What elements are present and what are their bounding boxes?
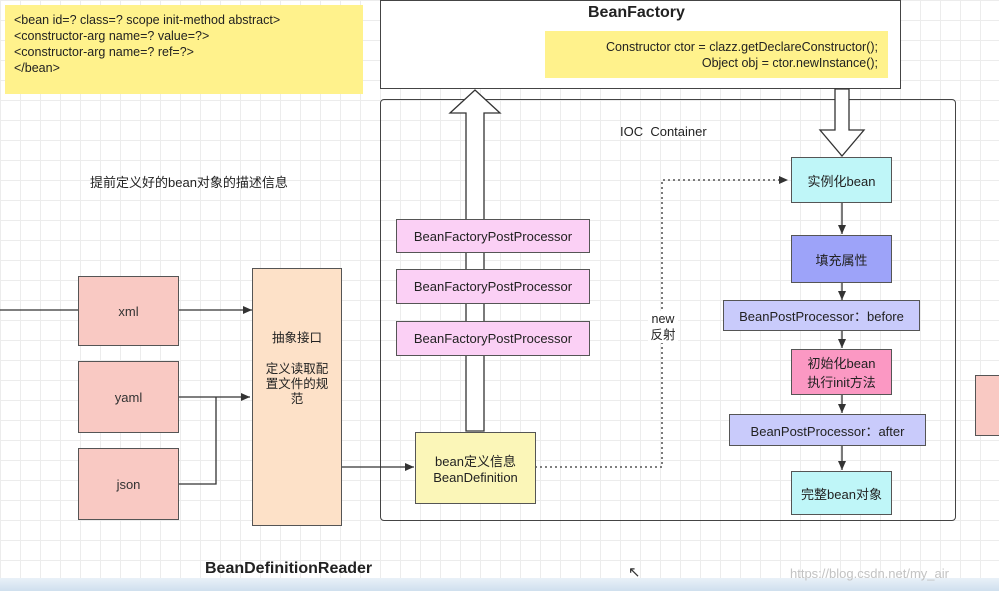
complete-bean-box: 完整bean对象 <box>791 471 892 515</box>
mouse-cursor-icon: ↖ <box>628 564 641 581</box>
initialize-bean-line: 初始化bean <box>807 356 876 371</box>
reflection-label: new 反射 <box>648 311 678 343</box>
hollow-down-arrow <box>818 88 866 158</box>
reflection-line: new <box>651 312 675 326</box>
note-line: <constructor-arg name=? value=?> <box>14 29 210 43</box>
abstract-interface-box: 抽象接口 定义读取配 置文件的规 范 <box>252 268 342 526</box>
code-line: Constructor ctor = clazz.getDeclareConst… <box>606 40 878 54</box>
note-line: <bean id=? class=? scope init-method abs… <box>14 13 281 27</box>
bean-definition-reader-label: BeanDefinitionReader <box>205 560 373 577</box>
json-to-interface-arrow <box>178 397 217 485</box>
bean-post-processor-before-box: BeanPostProcessor：before <box>723 300 920 331</box>
cropped-box <box>975 375 999 436</box>
bean-definition-line: BeanDefinition <box>433 470 518 485</box>
source-json-box: json <box>78 448 179 520</box>
abstract-interface-title: 抽象接口 <box>271 331 322 345</box>
bottom-wave-decoration <box>0 578 999 591</box>
bean-factory-code-note: Constructor ctor = clazz.getDeclareConst… <box>545 31 888 78</box>
instantiate-bean-box: 实例化bean <box>791 157 892 203</box>
source-xml-box: xml <box>78 276 179 346</box>
source-yaml-box: yaml <box>78 361 179 433</box>
reflection-line: 反射 <box>650 328 676 342</box>
bean-xml-note: <bean id=? class=? scope init-method abs… <box>5 5 363 94</box>
code-line: Object obj = ctor.newInstance(); <box>701 56 878 70</box>
ioc-container <box>380 99 956 521</box>
ioc-container-label: IOC Container <box>620 124 707 139</box>
bean-factory-post-processor: BeanFactoryPostProcessor <box>396 219 590 253</box>
note-line: <constructor-arg name=? ref=?> <box>14 45 194 59</box>
note-line: </bean> <box>14 61 60 75</box>
description-text: 提前定义好的bean对象的描述信息 <box>90 175 288 190</box>
populate-properties-box: 填充属性 <box>791 235 892 283</box>
abstract-interface-desc: 定义读取配 <box>265 362 329 376</box>
initialize-bean-line: 执行init方法 <box>807 375 876 390</box>
watermark: https://blog.csdn.net/my_air <box>790 566 949 581</box>
hollow-up-arrow <box>448 89 502 432</box>
bean-factory-post-processor: BeanFactoryPostProcessor <box>396 269 590 304</box>
bean-post-processor-after-box: BeanPostProcessor：after <box>729 414 926 446</box>
bean-definition-box: bean定义信息 BeanDefinition <box>415 432 536 504</box>
bean-definition-line: bean定义信息 <box>435 454 516 469</box>
bean-factory-title: BeanFactory <box>588 4 685 21</box>
abstract-interface-desc: 置文件的规 <box>265 377 329 391</box>
abstract-interface-desc: 范 <box>290 392 304 406</box>
initialize-bean-box: 初始化bean 执行init方法 <box>791 349 892 395</box>
bean-factory-post-processor: BeanFactoryPostProcessor <box>396 321 590 356</box>
